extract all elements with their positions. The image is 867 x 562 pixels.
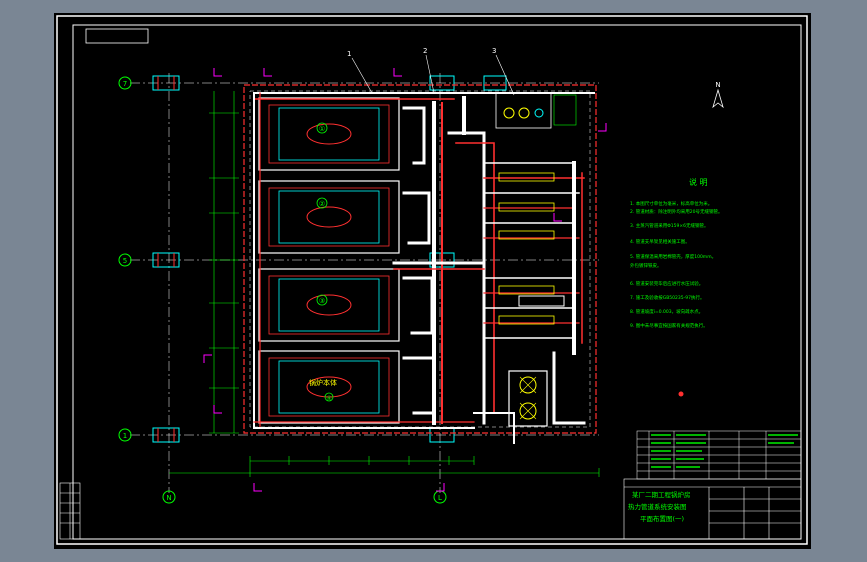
note-line: 1. 本图尺寸单位为毫米，标高单位为米。 [630,200,712,207]
note-line: 9. 图中未尽事宜按国家有关规范执行。 [630,322,708,329]
note-line: 5. 管道保温采用岩棉管壳，厚度100mm。 [630,253,716,260]
leader-number: 2 [423,47,427,55]
leader-number: 3 [492,47,496,55]
outer-frame [56,15,808,545]
revision-strip [59,482,81,540]
tank-equipment [508,370,548,427]
notes-heading: 说 明 [689,177,708,187]
section-markers [203,68,607,492]
leader-callouts: 1 2 3 [347,47,515,96]
note-line: 外包镀锌铁皮。 [630,262,662,269]
grid-bubble-N: N [162,490,176,504]
pump-skid [495,92,577,129]
boiler-unit: ② [258,180,400,254]
unit-label: 锅炉本体 [309,378,337,387]
bottom-dimension-chain [169,456,600,477]
inner-frame [72,24,802,540]
title-line-3: 平面布置图(一) [640,514,684,523]
drawing-sheet: 7 5 1 N L [54,13,811,549]
left-dimension-chain [209,91,239,434]
pipe-network [253,92,595,444]
boiler-unit: 锅炉本体 ④ [258,350,400,424]
grid-bubble-7-label: 7 [123,80,127,88]
note-line: 6. 管道安装完毕后应进行水压试验。 [630,280,703,287]
boiler-room-outline-inner [249,90,591,428]
title-line-2: 热力管道系统安装图 [628,502,687,511]
grid-axes [130,73,599,493]
north-arrow: N [712,81,724,109]
note-line: 3. 主蒸汽管道采用Φ159×6无缝钢管。 [630,222,709,229]
boiler-unit-number: ① [319,125,325,133]
note-line: 2. 管道材质：除注明外均采用20号无缝钢管。 [630,208,722,215]
grid-bubble-5: 5 [118,253,132,267]
column-blocks [152,75,507,443]
equipment-schedule [636,430,802,480]
grid-bubble-N-label: N [166,494,171,502]
north-label: N [715,81,720,89]
grid-bubble-L-label: L [438,494,442,502]
boiler-unit-number: ③ [319,297,325,305]
boiler-room-outline [243,84,597,434]
header-equipment [498,172,565,325]
general-notes: 说 明 1. 本图尺寸单位为毫米，标高单位为米。 2. 管道材质：除注明外均采用… [630,177,722,329]
cad-drawing: 7 5 1 N L [56,15,808,545]
marker-dot [678,391,684,397]
grid-bubble-1-label: 1 [123,432,127,440]
title-block [623,478,802,540]
note-line: 7. 施工及验收按GB50235-97执行。 [630,294,704,301]
grid-bubble-1: 1 [118,428,132,442]
schedule-fill-bars [651,434,798,468]
title-line-1: 某厂二期工程锅炉房 [632,490,691,499]
leader-number: 1 [347,50,351,58]
grid-bubble-7: 7 [118,76,132,90]
note-line: 8. 管道坡度i=0.003，坡向疏水点。 [630,308,703,315]
note-line: 4. 管道支吊架见相关施工图。 [630,238,690,245]
grid-bubble-5-label: 5 [123,257,127,265]
corner-stamp [85,28,149,44]
boiler-unit-number: ② [319,200,325,208]
boiler-unit: ③ [258,268,400,342]
boiler-unit: ① [258,97,400,171]
boiler-unit-number: ④ [326,395,331,402]
boiler-units: ① ② ③ 锅炉本体 ④ [258,97,400,424]
